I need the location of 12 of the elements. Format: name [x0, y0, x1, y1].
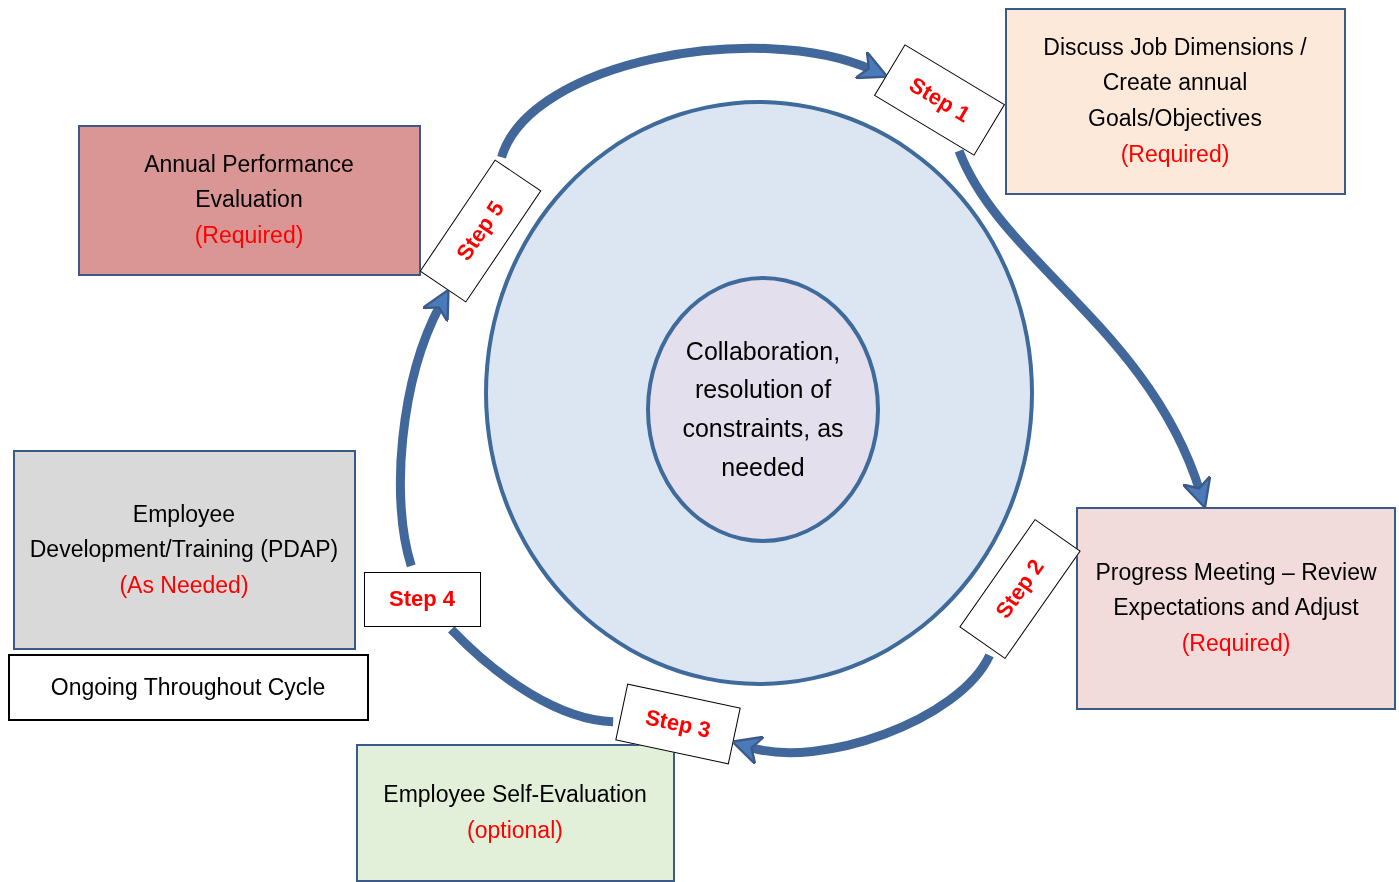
- center-ellipse: Collaboration, resolution of constraints, as needed: [646, 275, 880, 543]
- process-box: Employee Development/Training (PDAP) (As Needed): [12, 450, 356, 650]
- process-box: Progress Meeting – Review Expectations and Adjust (Required): [1076, 506, 1396, 710]
- process-box: Employee Self-Evaluation (optional): [355, 744, 675, 882]
- curved-arrow: [954, 148, 1211, 509]
- curved-arrow: [497, 44, 889, 160]
- process-box: Annual Performance Evaluation (Required): [77, 124, 421, 276]
- note-box: Ongoing Throughout Cycle: [7, 653, 369, 721]
- step-tag: Step 1: [874, 44, 1006, 156]
- step-tag: Step 4: [363, 571, 481, 627]
- curved-arrow: [395, 288, 450, 567]
- process-box: Discuss Job Dimensions / Create annual Goals/Objectives (Required): [1004, 7, 1346, 195]
